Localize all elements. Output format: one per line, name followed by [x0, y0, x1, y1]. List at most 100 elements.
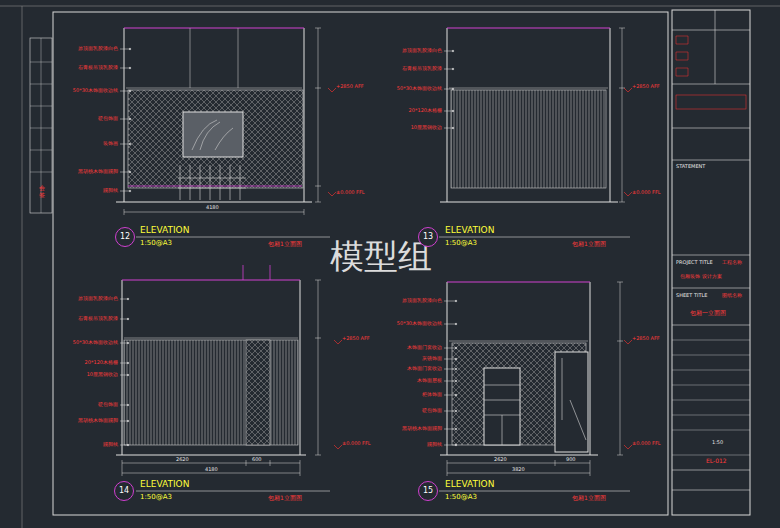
leader-line [444, 89, 453, 90]
leader-dot [129, 48, 131, 50]
sheet-label: ±0.000 FFL [632, 190, 661, 196]
sheet-label: 4180 [206, 205, 219, 211]
leader-line [444, 301, 456, 302]
leader-note: 踢脚线 [103, 442, 118, 448]
leader-dot [129, 143, 131, 145]
leader-line [120, 375, 128, 376]
sheet-label: ±0.000 FFL [336, 190, 365, 196]
leader-note: 石膏板吊顶乳胶漆 [78, 316, 118, 322]
leader-dot [127, 404, 129, 406]
leader-dot [129, 171, 131, 173]
sheet-label: 包厢一立面图 [690, 310, 726, 317]
leader-line [120, 68, 130, 69]
leader-dot [129, 67, 131, 69]
leader-note: 装饰画 [103, 141, 118, 147]
leader-note: 踢脚线 [427, 442, 442, 448]
leader-line [444, 359, 456, 360]
leader-note: 原顶面乳胶漆白色 [78, 296, 118, 302]
sheet-label: 包厢1立面图 [572, 241, 606, 248]
leader-dot [127, 362, 129, 364]
leader-line [444, 348, 456, 349]
leader-note: 10厘黑钢收边 [411, 125, 442, 131]
sheet-label: PROJECT TITLE [676, 260, 713, 266]
leader-note: 木饰面门套收边 [407, 345, 442, 351]
leader-dot [127, 342, 129, 344]
leader-line [120, 343, 128, 344]
sheet-label: 模型组 [330, 238, 432, 275]
leader-line [444, 429, 456, 430]
sheet-label: ELEVATION [445, 480, 494, 490]
sheet-label: 2620 [494, 457, 507, 463]
callout-circle: 13 [418, 227, 438, 247]
leader-dot [455, 368, 457, 370]
leader-dot [452, 110, 454, 112]
leader-line [120, 405, 128, 406]
leader-dot [452, 88, 454, 90]
sheet-label: 1:50@A3 [140, 494, 172, 502]
leader-note: 木饰面层板 [417, 378, 442, 384]
leader-note: 20*120木格栅 [409, 108, 442, 114]
leader-dot [455, 347, 457, 349]
sheet-label: ±0.000 FFL [632, 441, 661, 447]
leader-line [444, 51, 453, 52]
sheet-label: 包厢装饰 设计方案 [680, 274, 722, 280]
leader-dot [129, 90, 131, 92]
leader-line [444, 324, 456, 325]
leader-line [444, 395, 456, 396]
sheet-label: 600 [252, 457, 262, 463]
leader-line [120, 172, 130, 173]
leader-note: 黑胡桃木饰面踢脚 [78, 418, 118, 424]
leader-note: 硬包饰面 [422, 408, 442, 414]
leader-note: 柜体饰面 [422, 392, 442, 398]
callout-circle: 12 [115, 227, 135, 247]
sheet-label: ±0.000 FFL [342, 441, 371, 447]
leader-dot [455, 358, 457, 360]
leader-line [120, 363, 128, 364]
leader-line [120, 91, 130, 92]
sheet-label: 包厢1立面图 [268, 241, 302, 248]
callout-number: 13 [423, 233, 433, 241]
leader-note: 原顶面乳胶漆白色 [78, 46, 118, 52]
leader-dot [127, 444, 129, 446]
leader-dot [129, 190, 131, 192]
leader-line [444, 128, 453, 129]
leader-dot [452, 68, 454, 70]
sheet-label: 1:50@A3 [445, 494, 477, 502]
leader-dot [455, 410, 457, 412]
sheet-label: ELEVATION [140, 480, 189, 490]
sheet-label: 工程名称 [722, 260, 742, 266]
sheet-label: ELEVATION [140, 226, 189, 236]
sheet-label: STATEMENT [676, 164, 705, 170]
leader-note: 10厘黑钢收边 [87, 372, 118, 378]
callout-circle: 14 [114, 481, 134, 501]
leader-dot [127, 420, 129, 422]
leader-line [120, 445, 128, 446]
leader-dot [127, 298, 129, 300]
sheet-label: ELEVATION [445, 226, 494, 236]
leader-line [444, 381, 456, 382]
leader-line [120, 421, 128, 422]
leader-dot [129, 118, 131, 120]
sheet-label: 4180 [205, 467, 218, 473]
leader-dot [455, 380, 457, 382]
leader-note: 50*30木饰面收边线 [397, 86, 442, 92]
leader-line [444, 69, 453, 70]
sheet-label: 900 [566, 457, 576, 463]
sheet-label: 1:50@A3 [140, 240, 172, 248]
leader-note: 20*120木格栅 [85, 360, 118, 366]
leader-line [120, 191, 130, 192]
leader-line [120, 299, 128, 300]
leader-note: 石膏板吊顶乳胶漆 [78, 65, 118, 71]
callout-number: 14 [119, 487, 129, 495]
leader-note: 硬包饰面 [98, 116, 118, 122]
leader-line [444, 369, 456, 370]
leader-note: 灰镜饰面 [422, 356, 442, 362]
leader-note: 原顶面乳胶漆白色 [402, 48, 442, 54]
leader-note: 原顶面乳胶漆白色 [402, 298, 442, 304]
leader-dot [455, 323, 457, 325]
sheet-label: +2850 AFF [632, 84, 660, 90]
leader-dot [127, 318, 129, 320]
leader-note: 木饰面门套收边 [407, 366, 442, 372]
sheet-label: EL-012 [706, 458, 727, 465]
